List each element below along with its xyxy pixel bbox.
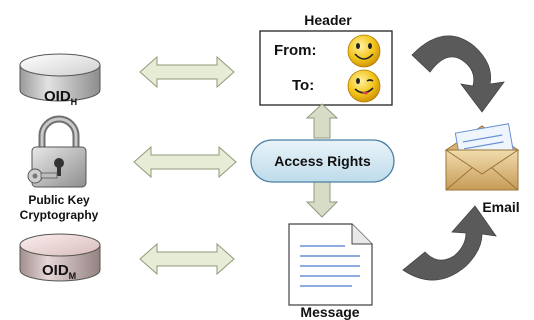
from-label: From: (274, 42, 317, 59)
crypto-line1: Public Key (28, 193, 90, 207)
oid-message-subscript: M (68, 271, 77, 281)
crypto-line2: Cryptography (19, 208, 99, 222)
oid-header-label: OIDH (44, 89, 77, 107)
curved-arrow-header-to-email (411, 35, 505, 113)
double-arrow-bottom (139, 242, 235, 276)
email-title: Email (482, 199, 520, 215)
smiley-icon (347, 34, 381, 68)
document-icon (288, 223, 373, 306)
up-arrow (305, 103, 339, 139)
header-title: Header (304, 12, 352, 28)
down-arrow (305, 181, 339, 218)
oid-header-subscript: H (70, 97, 78, 107)
to-label: To: (292, 77, 315, 94)
double-arrow-top (139, 55, 235, 89)
database-message-icon (19, 233, 101, 282)
oid-message-prefix: OID (42, 262, 69, 279)
double-arrow-middle (133, 145, 237, 179)
oid-header-prefix: OID (44, 88, 71, 105)
open-envelope-icon (444, 123, 520, 191)
oid-message-label: OIDM (42, 263, 76, 281)
access-rights-node (250, 139, 395, 183)
winking-smiley-icon (347, 69, 381, 103)
database-header-icon (19, 53, 101, 102)
access-rights-label: Access Rights (274, 153, 371, 169)
curved-arrow-message-to-email (402, 205, 497, 281)
padlock-key-icon (27, 115, 87, 188)
message-title: Message (300, 304, 360, 320)
